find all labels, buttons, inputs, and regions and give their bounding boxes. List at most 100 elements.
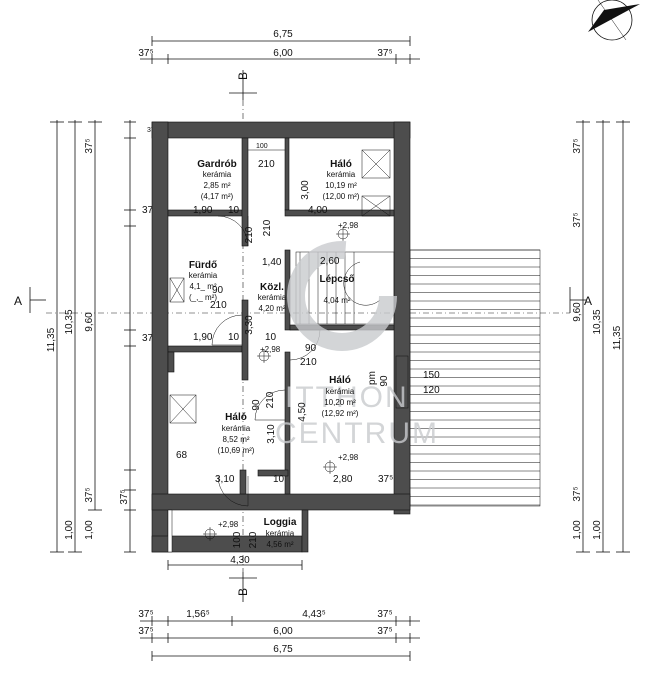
watermark-line2: CENTRUM	[275, 417, 439, 450]
dim-left-c7: 1,00	[84, 520, 95, 540]
level-marker-icon: +2,98	[323, 453, 359, 474]
dim-left-c5b: 37⁵	[84, 487, 95, 502]
dim-left-c6: 1,00	[64, 520, 75, 540]
dim-right-c3: 1,00	[572, 520, 583, 540]
bottom-dimensions: 37⁵ 1,56⁵ 4,43⁵ 37⁵ 37⁵ 6,00 37⁵ 6,75	[138, 609, 420, 661]
dim-inner: 3,10	[266, 424, 277, 444]
room-area: 2,85 m²	[203, 181, 230, 190]
level-value: +2,98	[218, 520, 239, 529]
dim-inner: 10	[228, 205, 240, 216]
dim-right-c4: 1,00	[592, 520, 603, 540]
dim-right-c2: 37⁵	[572, 486, 583, 501]
dim-left-c3: 37⁵	[142, 333, 157, 344]
room-name: Háló	[225, 412, 247, 423]
dim-inner: 90	[305, 343, 317, 354]
dim-inner: 4,30	[230, 555, 250, 566]
level-value: +2,98	[338, 453, 359, 462]
top-dimensions: 6,75 37⁵ 6,00 37⁵	[138, 29, 420, 64]
room-gross: (12,00 m²)	[323, 192, 360, 201]
level-value: +2,98	[260, 345, 281, 354]
level-marker-icon: +2,98	[203, 520, 239, 541]
right-dimensions: 9,60 10,35 11,35 37⁵ 37⁵ 37⁵ 1,00 1,00	[572, 120, 630, 553]
windows	[169, 149, 409, 424]
dim-inner: 1,90	[193, 205, 213, 216]
dim-inner: 37⁵	[378, 474, 393, 485]
room-furdo: Fürdő kerámia 4,1_ m² (_,_ m²)	[189, 260, 218, 302]
dim-left-mid: 10,35	[64, 309, 75, 334]
room-gross: (10,69 m²)	[218, 446, 255, 455]
dim-inner: 3,10	[215, 474, 235, 485]
room-gross: (4,17 m²)	[201, 192, 234, 201]
dim-inner: 210	[258, 159, 275, 170]
watermark: ITTHON CENTRUM	[275, 241, 439, 450]
dim-inner: 120	[423, 385, 440, 396]
dim-inner: 90	[251, 399, 262, 411]
room-name: Gardrób	[197, 159, 236, 170]
inner-dimensions: 100 210 3,00 1,90 10 4,00 1,40 2,60 90 2…	[167, 143, 440, 570]
dim-inner: 90	[212, 285, 224, 296]
dim-inner: 4,50	[297, 402, 308, 422]
dim-inner: 150	[423, 370, 440, 381]
room-floor: kerámia	[189, 271, 218, 280]
dim-inner: 1,90	[193, 332, 213, 343]
left-dimensions: 11,35 10,35 9,60 37⁵ 37⁵ 37⁵ 37⁵ 37⁵ 37⁵…	[46, 120, 158, 553]
level-markers: +2,98 +2,98 +2,98 +2,98	[203, 221, 359, 541]
dim-inner: 10	[228, 332, 240, 343]
dim-inner: 3,00	[300, 180, 311, 200]
dim-wall-left-top: 37⁵	[138, 48, 153, 59]
dim-right-inner: 9,60	[572, 302, 583, 322]
room-name: Lépcső	[319, 274, 354, 285]
dim-bottom-r1: 4,43⁵	[302, 609, 326, 620]
room-name: Fürdő	[189, 260, 217, 271]
room-halo-2: Háló kerámia 8,52 m² (10,69 m²)	[218, 412, 255, 455]
room-area: 10,19 m²	[325, 181, 357, 190]
dim-bottom-r1: 37⁵	[377, 609, 392, 620]
dim-inner: 210	[248, 531, 259, 548]
dim-bottom-r2: 37⁵	[377, 626, 392, 637]
room-area: 4,56 m²	[266, 540, 293, 549]
dim-right-c1: 37⁵	[572, 212, 583, 227]
dim-bottom-r2: 37⁵	[138, 626, 153, 637]
dim-inner: 210	[300, 357, 317, 368]
room-area: 4,20 m²	[258, 304, 285, 313]
dim-inner: 10	[265, 332, 277, 343]
room-floor: kerámia	[327, 170, 356, 179]
section-b-top: B	[236, 72, 250, 80]
dim-left-outer: 11,35	[46, 327, 57, 352]
dim-wall-right-top: 37⁵	[377, 48, 392, 59]
dim-inner: 1,40	[262, 257, 282, 268]
interior-walls	[167, 137, 395, 495]
dim-bottom-r3: 6,75	[273, 644, 293, 655]
room-floor: kerámia	[266, 529, 295, 538]
level-marker-icon: +2,98	[336, 221, 359, 241]
dim-inner: 210	[265, 391, 276, 408]
dim-inner: 2,80	[333, 474, 353, 485]
room-halo-1: Háló kerámia 10,19 m² (12,00 m²)	[323, 159, 360, 201]
room-lepcso: Lépcső 4,04 m²	[319, 274, 354, 305]
room-area: 10,20 m²	[324, 398, 356, 407]
room-floor: kerámia	[326, 387, 355, 396]
dim-right-c0: 37⁵	[572, 138, 583, 153]
room-halo-3: Háló kerámia 10,20 m² (12,92 m²)	[322, 375, 359, 418]
dim-bottom-r2: 6,00	[273, 626, 293, 637]
exterior-walls	[151, 121, 411, 553]
room-name: Háló	[330, 159, 352, 170]
room-floor: kerámia	[203, 170, 232, 179]
room-name: Közl.	[260, 282, 284, 293]
room-gross: (_,_ m²)	[189, 293, 217, 302]
section-a-left: A	[14, 294, 22, 308]
level-value: +2,98	[338, 221, 359, 230]
room-gardrob: Gardrób kerámia 2,85 m² (4,17 m²)	[197, 159, 236, 201]
room-floor: kerámia	[258, 293, 287, 302]
room-name: Háló	[329, 375, 351, 386]
room-kozl: Közl. kerámia 4,20 m²	[258, 282, 287, 313]
room-area: 4,1_ m²	[189, 282, 216, 291]
room-name: Loggia	[264, 517, 297, 528]
dim-inner: 210	[210, 300, 227, 311]
dim-inner: 210	[244, 226, 255, 243]
section-a-right: A	[584, 294, 592, 308]
dim-inner: 2,60	[320, 256, 340, 267]
room-loggia: Loggia kerámia 4,56 m²	[264, 517, 297, 549]
section-b-bottom: B	[236, 588, 250, 596]
